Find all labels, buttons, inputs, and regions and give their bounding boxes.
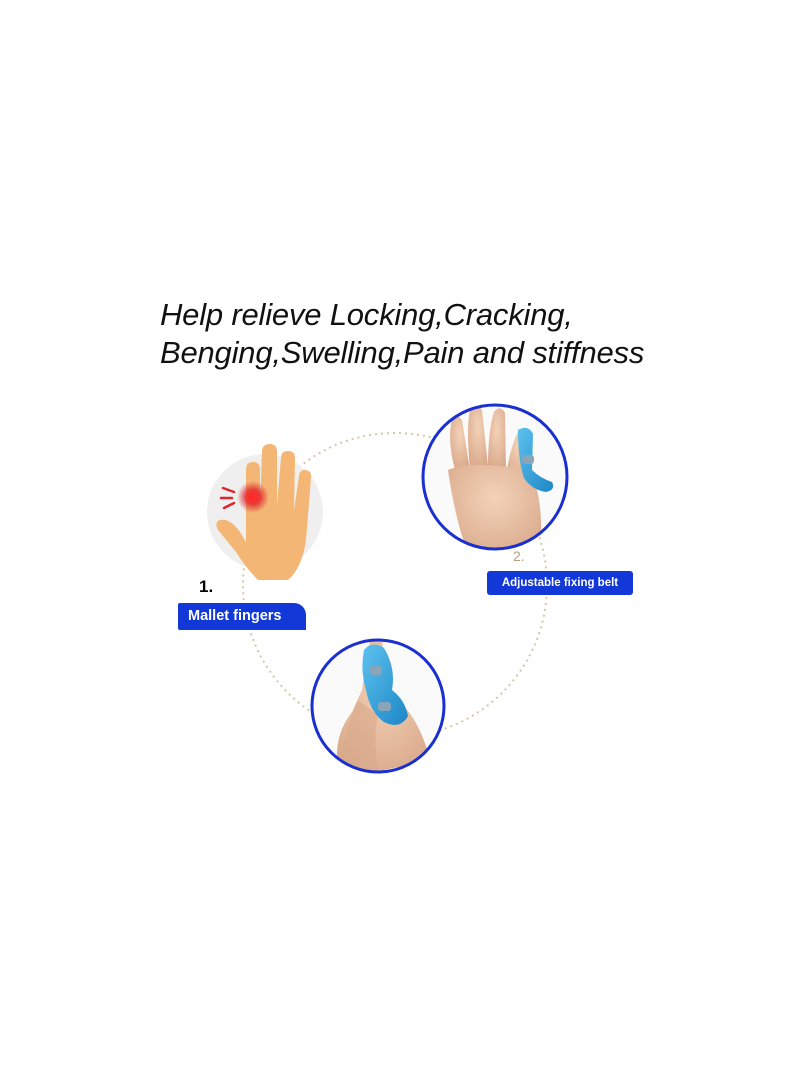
- step-2-number: 2.: [513, 548, 525, 564]
- headline-line-2: Benging,Swelling,Pain and stiffness: [160, 335, 645, 370]
- headline-line-1: Help relieve Locking,Cracking,: [160, 297, 573, 332]
- splint-finger-photo: [310, 638, 446, 774]
- hand-pain-icon: [207, 444, 323, 580]
- step-1-label: Mallet fingers: [178, 603, 306, 630]
- splint-hand-photo: [421, 403, 569, 551]
- step-1-number: 1.: [199, 577, 214, 596]
- headline: Help relieve Locking,Cracking, Benging,S…: [160, 296, 645, 372]
- step-2-label: Adjustable fixing belt: [487, 571, 633, 595]
